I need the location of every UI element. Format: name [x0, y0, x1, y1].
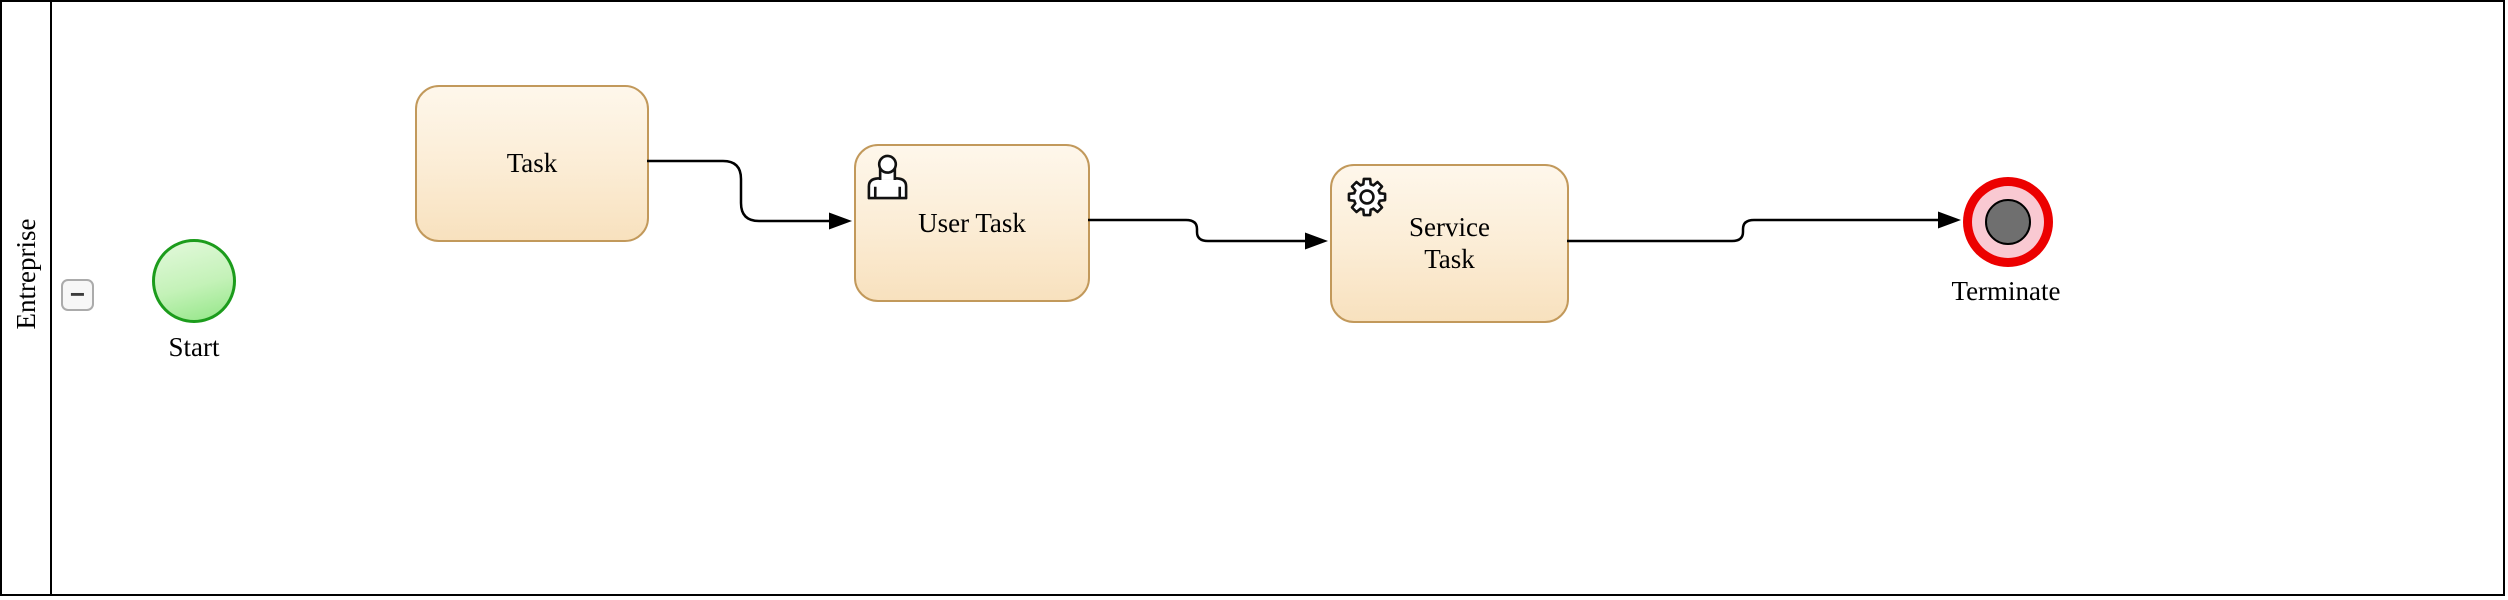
- terminate-event-label: Terminate: [1951, 276, 2061, 306]
- user-task-label: User Task: [918, 207, 1026, 238]
- pool-lane-header[interactable]: Entreprise: [2, 2, 52, 594]
- pool-title: Entreprise: [11, 218, 41, 330]
- minus-icon: −: [69, 278, 86, 309]
- user-task-node[interactable]: User Task: [854, 144, 1090, 302]
- task-node[interactable]: Task: [415, 85, 649, 242]
- service-task-node[interactable]: Service Task: [1330, 164, 1569, 323]
- pool-collapse-button[interactable]: −: [61, 279, 94, 311]
- task-label: Task: [506, 148, 558, 178]
- gear-icon: [1345, 175, 1389, 219]
- start-event[interactable]: [152, 239, 236, 323]
- service-task-label: Service Task: [1409, 211, 1490, 274]
- terminate-core-circle: [1985, 199, 2031, 245]
- terminate-end-event[interactable]: [1963, 177, 2053, 267]
- start-event-label: Start: [168, 332, 220, 362]
- user-icon: [864, 154, 911, 201]
